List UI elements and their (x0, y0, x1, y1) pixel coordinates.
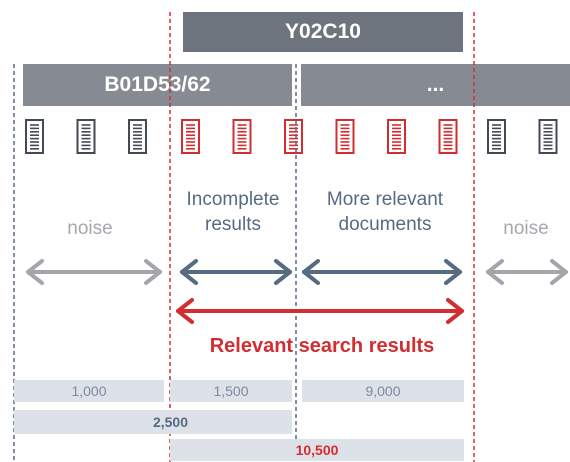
document-icon (284, 119, 303, 154)
document-icons (25, 119, 558, 154)
relevant-results-label: Relevant search results (209, 335, 435, 357)
document-icon (438, 119, 458, 154)
count-noise-value: 1,000 (71, 383, 107, 399)
count-incomplete-value: 1,500 (213, 383, 249, 399)
document-icon (25, 119, 44, 154)
more-relevant-arrow (302, 259, 462, 285)
code-bar-b01d53: B01D53/62 (23, 64, 292, 106)
noise-right-arrow (486, 259, 568, 285)
document-icon (487, 119, 506, 154)
document-icon (232, 119, 252, 154)
document-icon (128, 119, 147, 154)
count-b01d-total-value: 2,500 (152, 414, 188, 430)
code-bar-y02c10: Y02C10 (183, 12, 463, 52)
relevant-results-arrow (176, 298, 464, 324)
count-more-relevant-value: 9,000 (365, 383, 401, 399)
incomplete-results-arrow (180, 259, 292, 285)
noise-left-arrow (26, 259, 162, 285)
count-b01d-total: 2,500 (14, 410, 292, 434)
document-icon (538, 119, 558, 154)
document-icon (181, 119, 200, 154)
count-relevant-total: 10,500 (170, 439, 464, 461)
code-label-y02c10: Y02C10 (285, 20, 361, 43)
count-more-relevant: 9,000 (302, 380, 464, 402)
count-incomplete: 1,500 (170, 380, 292, 402)
noise-label-right: noise (503, 218, 549, 239)
document-icon (387, 119, 406, 154)
code-label-other: ... (426, 73, 445, 96)
incomplete-results-label: Incomplete results (186, 189, 280, 235)
noise-label-left: noise (67, 218, 113, 239)
count-relevant-total-value: 10,500 (295, 442, 339, 458)
document-icon (76, 119, 96, 154)
code-bar-other: ... (301, 64, 570, 106)
more-relevant-label: More relevant documents (326, 189, 444, 235)
document-icon (335, 119, 355, 154)
code-label-b01d53: B01D53/62 (104, 73, 211, 96)
count-noise: 1,000 (14, 380, 164, 402)
